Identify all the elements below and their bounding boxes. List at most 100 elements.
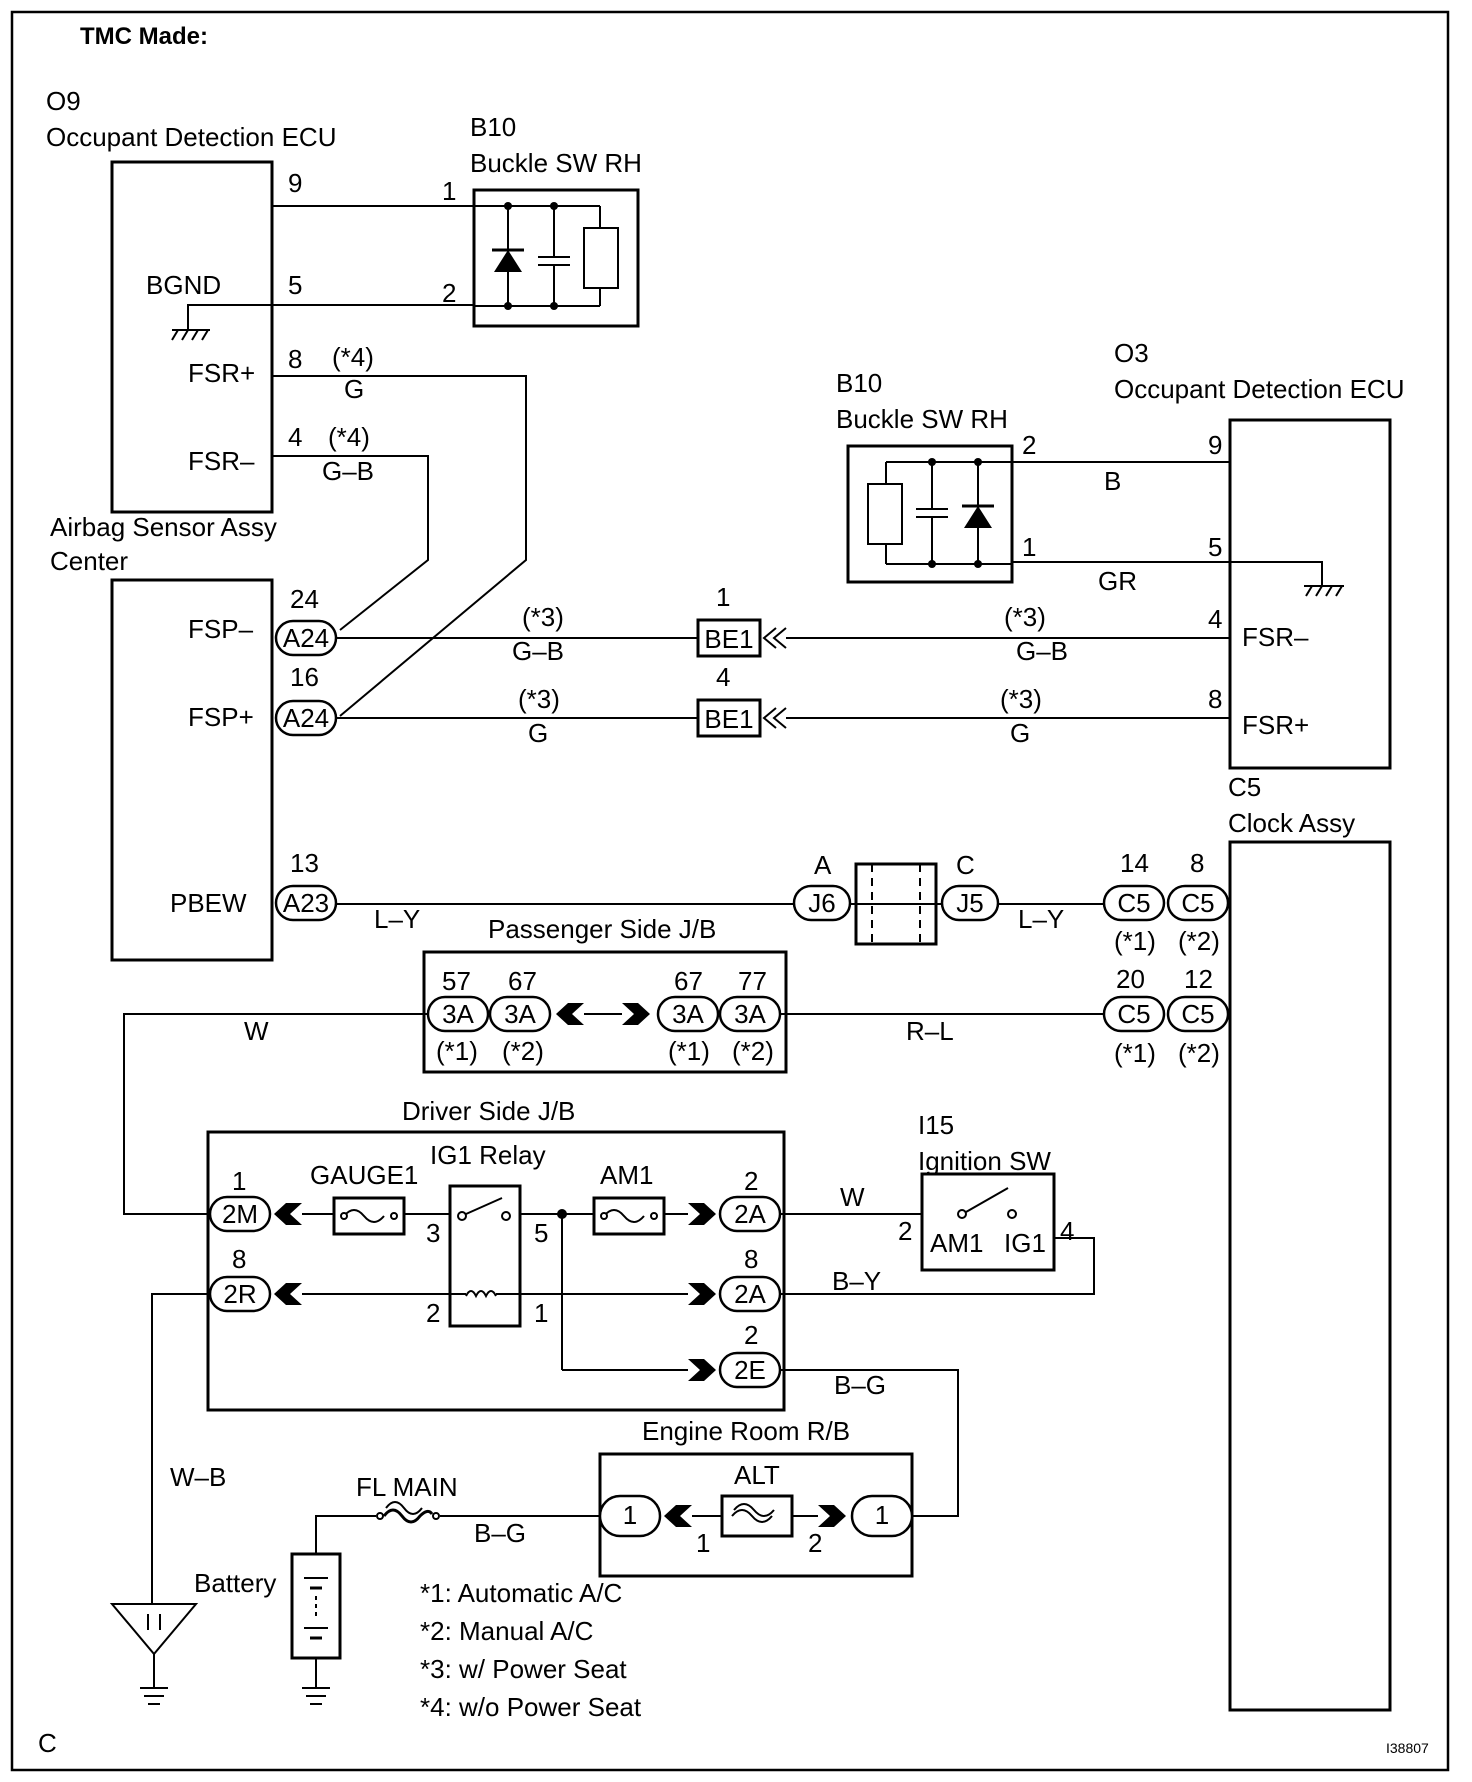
o9-box [110, 160, 274, 514]
wire-w-left [123, 1013, 428, 1215]
ign-name: Ignition SW [918, 1146, 1051, 1176]
note-2: *2: Manual A/C [420, 1616, 593, 1646]
pjb-pin-57: 57 [442, 966, 471, 996]
djb-pin-2: 2 [426, 1298, 440, 1328]
airbag-name-line2: Center [50, 546, 128, 576]
fusible-link-icon [376, 1501, 440, 1524]
djb-conn-2r: 2R [223, 1279, 256, 1309]
djb-conn-2a-2: 2A [734, 1279, 766, 1309]
b10-top-pin-1: 1 [442, 176, 456, 206]
o9-fsr-minus-label: FSR– [188, 446, 255, 476]
page-corner-label: C [38, 1728, 57, 1758]
conn-a23: A23 [283, 888, 329, 918]
battery-icon [290, 1552, 342, 1688]
wire-label-by: B–Y [832, 1266, 881, 1296]
b10-right-pin-2: 2 [1022, 430, 1036, 460]
jc-j5: J5 [956, 888, 983, 918]
mark-s1-pjb-a: (*1) [436, 1036, 478, 1066]
c5-conn-c: C5 [1117, 999, 1150, 1029]
o3-pin-9: 9 [1208, 430, 1222, 460]
fusible-link-icon [731, 1503, 775, 1523]
erb-pin-2: 2 [808, 1528, 822, 1558]
erb-pin-1: 1 [696, 1528, 710, 1558]
wire-label-wb: W–B [170, 1462, 226, 1492]
diode-icon [492, 248, 524, 272]
ground-icon [1304, 585, 1344, 597]
ign-ig1: IG1 [1004, 1228, 1046, 1258]
pjb-conn-3a-2: 3A [504, 999, 536, 1029]
o3-name: Occupant Detection ECU [1114, 374, 1404, 404]
clock-box [1228, 840, 1392, 1712]
wire-label-g-o9: G [344, 374, 364, 404]
djb-pin-5: 5 [534, 1218, 548, 1248]
be1-pin-1: 1 [716, 582, 730, 612]
jc-j6: J6 [808, 888, 835, 918]
jc-a: A [814, 850, 832, 880]
page-title: TMC Made: [80, 23, 208, 50]
pjb-conn-3a-1: 3A [442, 999, 474, 1029]
djb-gauge-label: GAUGE1 [310, 1160, 418, 1190]
ign-pin-4: 4 [1060, 1216, 1074, 1246]
djb-pin-1b: 1 [534, 1298, 548, 1328]
b10-top-pin-2: 2 [442, 278, 456, 308]
notes: *1: Automatic A/C *2: Manual A/C *3: w/ … [420, 1578, 642, 1722]
clock-pin-14: 14 [1120, 848, 1149, 878]
ign-pin-2: 2 [898, 1216, 912, 1246]
clock-pin-8: 8 [1190, 848, 1204, 878]
wire-label-w-left: W [244, 1016, 269, 1046]
fuse-icon [343, 1209, 385, 1223]
mark-s3-d: (*3) [1000, 684, 1042, 714]
airbag-pin-16: 16 [290, 662, 319, 692]
ign-code: I15 [918, 1110, 954, 1140]
djb-pin-2a: 2 [744, 1166, 758, 1196]
airbag-fsp-plus-label: FSP+ [188, 702, 254, 732]
mark-s4-pin8: (*4) [332, 342, 374, 372]
fuse-icon [603, 1209, 645, 1223]
o3-pin-8: 8 [1208, 684, 1222, 714]
ign-am1: AM1 [930, 1228, 983, 1258]
o9-name: Occupant Detection ECU [46, 122, 336, 152]
wire-o9-fsr-minus [272, 455, 429, 631]
djb-am1-label: AM1 [600, 1160, 653, 1190]
b10-right-box [846, 444, 1014, 584]
o9-pin-4: 4 [288, 422, 302, 452]
c5-clock-assy: C5 Clock Assy [1228, 772, 1392, 1712]
b10-top-name: Buckle SW RH [470, 148, 642, 178]
jc-c: C [956, 850, 975, 880]
wire-label-ly-b: L–Y [1018, 904, 1064, 934]
drawing-number: I38807 [1386, 1740, 1429, 1756]
b10-buckle-sw-right: B10 Buckle SW RH 2 1 [836, 368, 1036, 584]
wire-label-b: B [1104, 466, 1121, 496]
airbag-sensor-assy-center: Airbag Sensor Assy Center FSP– FSP+ PBEW… [50, 512, 338, 962]
mark-s1-c5b: (*1) [1114, 1038, 1156, 1068]
airbag-box [110, 578, 274, 962]
airbag-pin-24: 24 [290, 584, 319, 614]
djb-conn-2a-1: 2A [734, 1199, 766, 1229]
djb-pin-2e: 2 [744, 1320, 758, 1350]
djb-pin-8: 8 [232, 1244, 246, 1274]
mark-s2-c5a: (*2) [1178, 926, 1220, 956]
wire-battery [315, 1515, 376, 1554]
wire-label-bg-b: B–G [474, 1518, 526, 1548]
c5-conn-b: C5 [1181, 888, 1214, 918]
pjb-conn-3a-3: 3A [672, 999, 704, 1029]
c5-connectors-lower: 20 12 C5 C5 (*1) (*2) [1102, 964, 1230, 1068]
wire-label-w-ign: W [840, 1182, 865, 1212]
mark-s1-pjb-b: (*1) [668, 1036, 710, 1066]
djb-conn-2e: 2E [734, 1355, 766, 1385]
wire-label-g-a: G [528, 718, 548, 748]
pjb-pin-77: 77 [738, 966, 767, 996]
o9-code: O9 [46, 86, 81, 116]
mark-s1-c5a: (*1) [1114, 926, 1156, 956]
conn-a24-minus: A24 [283, 623, 329, 653]
erb-conn-1-right: 1 [875, 1500, 889, 1530]
pjb-conn-3a-4: 3A [734, 999, 766, 1029]
b10-right-code: B10 [836, 368, 882, 398]
mark-s3-b: (*3) [518, 684, 560, 714]
airbag-name-line1: Airbag Sensor Assy [50, 512, 277, 542]
pjb-pin-67a: 67 [508, 966, 537, 996]
passenger-side-jb: Passenger Side J/B 57 67 67 77 3A 3A 3A … [422, 914, 788, 1074]
clock-code: C5 [1228, 772, 1261, 802]
mark-s2-c5b: (*2) [1178, 1038, 1220, 1068]
